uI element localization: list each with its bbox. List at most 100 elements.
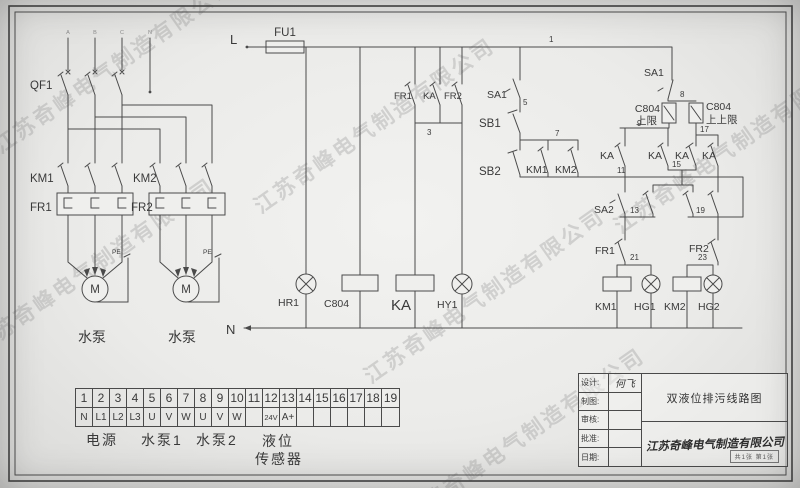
terminal-value-cell: U [144, 408, 161, 426]
sa2-label: SA2 [594, 204, 614, 216]
sa1-label: SA1 [487, 89, 507, 101]
terminal-value-cell: A+ [280, 408, 297, 426]
breaker-terminal-marks [65, 69, 125, 75]
c804-upper-switch-blade [663, 105, 675, 121]
terminal-number-cell: 18 [365, 389, 382, 408]
hr1-label: HR1 [278, 297, 299, 309]
power-circuit: A B C N QF1 KM1 FR1 KM2 FR2 M M PE PE 水泵… [30, 30, 226, 345]
terminal-number-cell: 6 [161, 389, 178, 408]
group-label-power: 电源 [86, 432, 118, 448]
title-block-row-value [609, 430, 641, 448]
sheet-info: 共1张 第1张 [729, 450, 779, 463]
title-block-row: 批准: [579, 429, 641, 449]
terminal-number-cell: 5 [144, 389, 161, 408]
terminal-value-cell: L2 [110, 408, 127, 426]
terminal-number-cell: 12 [263, 389, 280, 408]
inner-border [14, 11, 787, 476]
terminal-value-cell: U [195, 408, 212, 426]
l-rail-label: L [230, 32, 237, 47]
ka-coil-symbol [395, 274, 435, 292]
hg2-label: HG2 [698, 301, 720, 313]
terminal-value-cell [246, 408, 263, 426]
fr2-contact-label: FR2 [444, 91, 462, 102]
terminal-number-cell: 9 [212, 389, 229, 408]
title-block-row-value [609, 393, 641, 411]
phase-label-b: B [93, 30, 97, 36]
n-rail-label: N [226, 322, 235, 337]
wire-15: 15 [672, 160, 681, 169]
wire-5: 5 [523, 98, 528, 107]
terminal-value-cell: W [178, 408, 195, 426]
pe1-label: PE [112, 249, 121, 256]
terminal-value-cell: N [76, 408, 93, 426]
fr1-overload-box [56, 192, 134, 216]
phase-label-a: A [66, 30, 70, 36]
pe-ticks [123, 253, 222, 258]
sa1-upper-label: SA1 [644, 67, 664, 79]
terminal-number-cell: 15 [314, 389, 331, 408]
phase-label-c: C [120, 30, 124, 36]
terminal-value-cell [348, 408, 365, 426]
pe2-label: PE [203, 249, 212, 256]
terminal-value-cell: W [229, 408, 246, 426]
hy1-label: HY1 [437, 299, 458, 311]
wire-arrow [100, 268, 106, 277]
terminal-number-cell: 17 [348, 389, 365, 408]
c804-upper2-label: C804 [706, 101, 731, 113]
sb2-label: SB2 [479, 166, 501, 178]
qf1-breaker-contacts [57, 71, 123, 96]
fr2-overload-box [148, 192, 226, 216]
wire-arrow [191, 268, 197, 277]
terminal-number-cell: 8 [195, 389, 212, 408]
wire-9: 9 [637, 119, 642, 128]
terminal-value-cell [297, 408, 314, 426]
ka-contact-label: KA [702, 150, 716, 162]
wire-arrow [175, 268, 181, 277]
wire-21: 21 [630, 253, 639, 262]
ka-coil-label: KA [391, 297, 411, 314]
km1-label: KM1 [30, 173, 54, 185]
l-rail-dot [245, 45, 249, 49]
terminal-value-cell: V [212, 408, 229, 426]
drawing-title: 双液位排污线路图 [642, 374, 787, 422]
ka-contact-label: KA [648, 150, 662, 162]
group-label-pump1: 水泵1 [141, 432, 183, 448]
km1-coil-symbol [602, 276, 632, 292]
terminal-number-cell: 13 [280, 389, 297, 408]
neutral-end-dot [148, 90, 152, 94]
hg1-label: HG1 [634, 301, 656, 313]
c804-coil-label: C804 [324, 298, 349, 310]
terminal-number-cell: 14 [297, 389, 314, 408]
pump2-label: 水泵 [168, 329, 196, 345]
title-block-row: 制图: [579, 392, 641, 412]
upper-limit-label: 上限 [636, 115, 657, 127]
terminal-number-cell: 19 [382, 389, 399, 408]
wire-13: 13 [630, 206, 639, 215]
fr1-label: FR1 [30, 202, 52, 214]
outer-border [8, 5, 793, 482]
motor2-symbol [172, 275, 200, 303]
c804-upper-label: C804 [635, 103, 660, 115]
pump1-label: 水泵 [78, 329, 106, 345]
group-label-sensor: 传感器 [255, 451, 303, 467]
hg2-lamp-cross [706, 277, 720, 291]
terminal-value-cell [314, 408, 331, 426]
wire-7: 7 [555, 129, 560, 138]
c804-upper2-switch-blade [690, 105, 702, 121]
ka-contact-label: KA [600, 150, 614, 162]
km1-coil-label: KM1 [595, 301, 617, 313]
n-rail-arrow [244, 325, 251, 331]
km2-coil-symbol [672, 276, 702, 292]
terminal-value-cell [382, 408, 399, 426]
hg1-lamp-cross [644, 277, 658, 291]
title-block-row-label: 设计: [579, 374, 609, 392]
title-block-row-value [609, 411, 641, 429]
group-label-level: 液位 [262, 433, 294, 449]
group-label-pump2: 水泵2 [196, 432, 238, 448]
qf1-label: QF1 [30, 80, 52, 92]
terminal-value-cell: L3 [127, 408, 144, 426]
